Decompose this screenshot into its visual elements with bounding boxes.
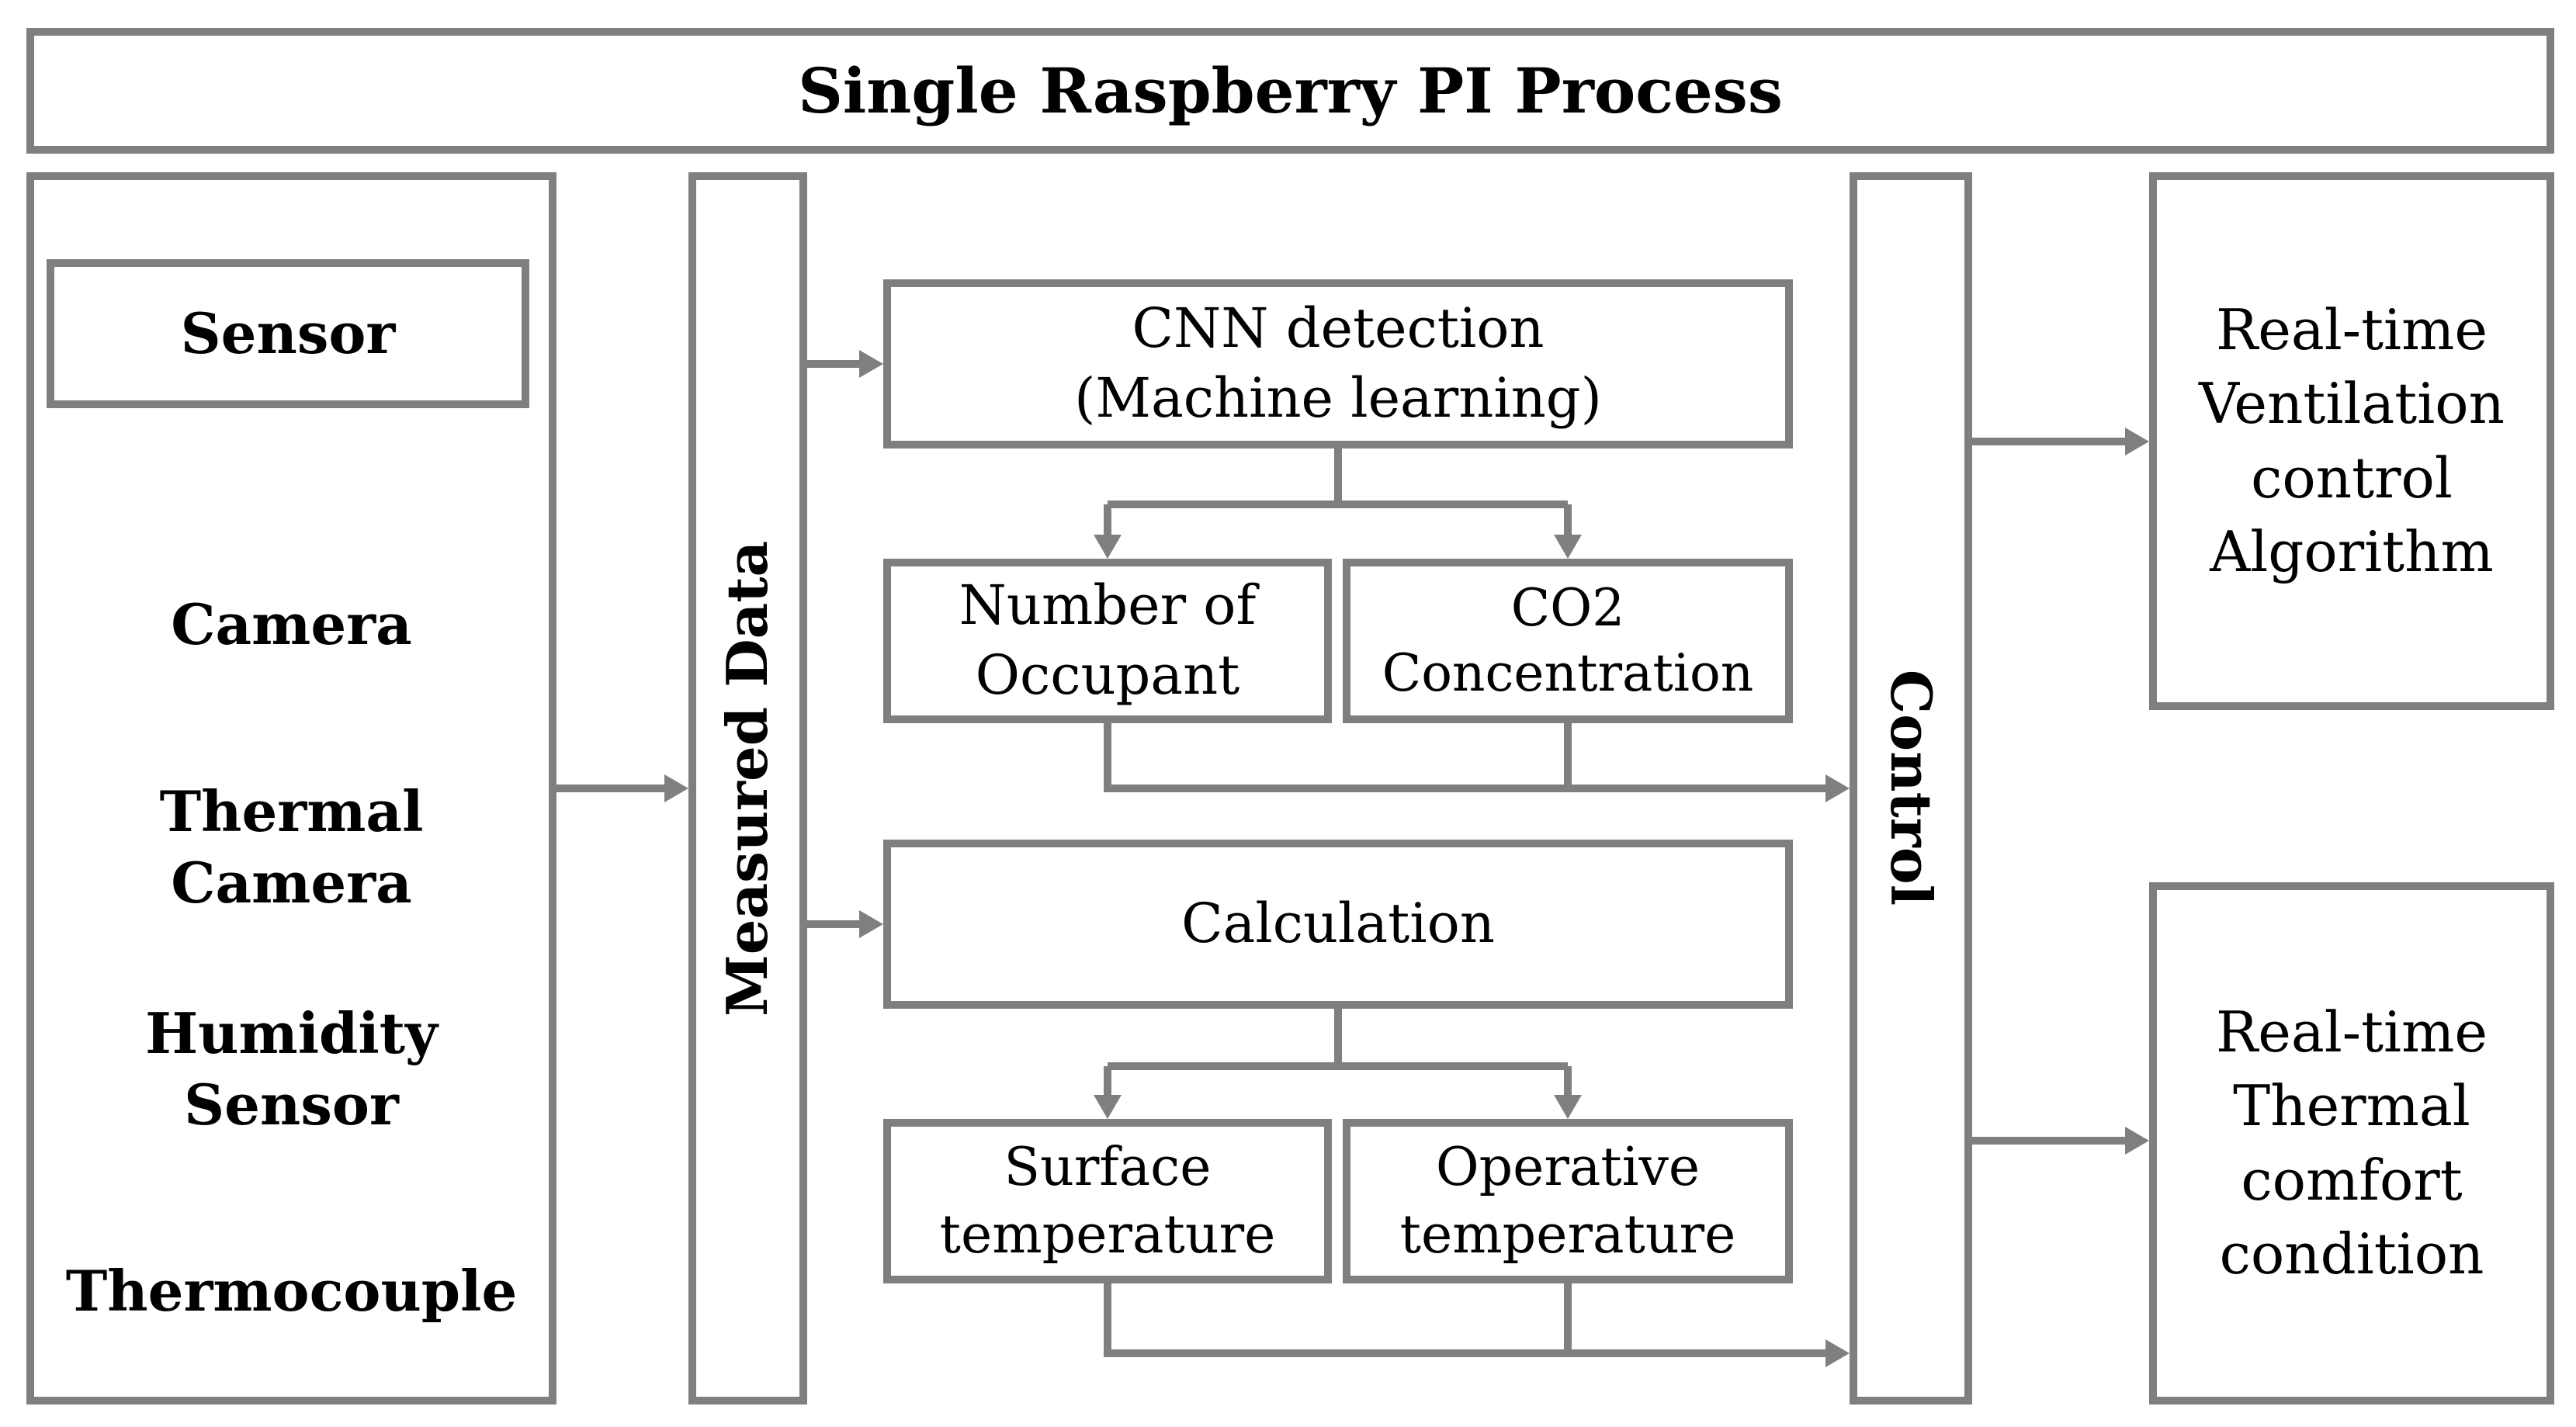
arrowhead-surface-to-control (1825, 1339, 1850, 1367)
thermal-line-3: comfort (2241, 1147, 2463, 1213)
operative-line-1: Operative (1435, 1136, 1701, 1198)
cnn-detection-box (883, 279, 1793, 449)
operative-temperature-label: Operative temperature (1343, 1119, 1793, 1283)
ventilation-line-3: control (2251, 445, 2453, 511)
occupant-label: Number of Occupant (883, 559, 1332, 723)
cnn-detection-label: CNN detection (Machine learning) (883, 279, 1793, 449)
thermal-output-label: Real-time Thermal comfort condition (2149, 882, 2554, 1404)
arrowhead-occupant-to-control (1825, 774, 1850, 802)
operative-line-2: temperature (1399, 1204, 1736, 1266)
merge-surface-operative (1104, 1283, 1829, 1357)
arrowhead-cnn-to-occupant (1094, 535, 1122, 559)
arrowhead-measured-to-cnn (859, 350, 883, 378)
ventilation-output-label: Real-time Ventilation control Algorithm (2149, 172, 2554, 710)
co2-line-1: CO2 (1510, 577, 1625, 638)
arrowhead-calculation-to-operative (1554, 1095, 1582, 1119)
thermal-output-box (2149, 882, 2554, 1404)
measured-data-box (688, 172, 807, 1404)
surface-temperature-box (883, 1119, 1332, 1283)
arrowhead-cnn-to-co2 (1554, 535, 1582, 559)
arrowhead-calculation-to-surface (1094, 1095, 1122, 1119)
ventilation-output-box (2149, 172, 2554, 710)
calculation-label: Calculation (1181, 892, 1495, 956)
operative-temperature-box (1343, 1119, 1793, 1283)
ventilation-line-1: Real-time (2216, 297, 2488, 363)
thermal-line-4: condition (2219, 1221, 2484, 1287)
surface-temperature-label: Surface temperature (883, 1119, 1332, 1283)
cnn-line-2: (Machine learning) (1074, 366, 1602, 430)
diagram-title: Single Raspberry PI Process (798, 54, 1783, 127)
calculation-box (883, 840, 1793, 1009)
occupant-box (883, 559, 1332, 723)
sensor-header: Sensor (180, 300, 396, 366)
ventilation-line-4: Algorithm (2210, 518, 2494, 584)
arrowhead-measured-to-calculation (859, 910, 883, 938)
merge-occupant-co2 (1104, 723, 1829, 792)
thermal-line-2: Thermal (2233, 1073, 2470, 1139)
cnn-line-1: CNN detection (1132, 296, 1545, 361)
arrowhead-control-to-thermal (2125, 1127, 2149, 1155)
surface-line-1: Surface (1004, 1136, 1212, 1198)
control-box (1850, 172, 1972, 1404)
ventilation-line-2: Ventilation (2199, 371, 2505, 437)
occupant-line-1: Number of (959, 573, 1257, 638)
occupant-line-2: Occupant (975, 643, 1240, 707)
sensor-item-camera: Camera (171, 591, 412, 657)
surface-line-2: temperature (939, 1204, 1276, 1266)
arrowhead-sensor-to-measured (664, 774, 688, 802)
sensor-header-box (47, 259, 529, 408)
thermal-line-1: Real-time (2216, 999, 2488, 1065)
arrowhead-control-to-ventilation (2125, 428, 2149, 455)
title-box (26, 28, 2554, 154)
co2-box (1343, 559, 1793, 723)
co2-line-2: Concentration (1382, 643, 1754, 703)
sensor-item-thermocouple: Thermocouple (65, 1257, 518, 1324)
co2-label: CO2 Concentration (1343, 559, 1793, 723)
